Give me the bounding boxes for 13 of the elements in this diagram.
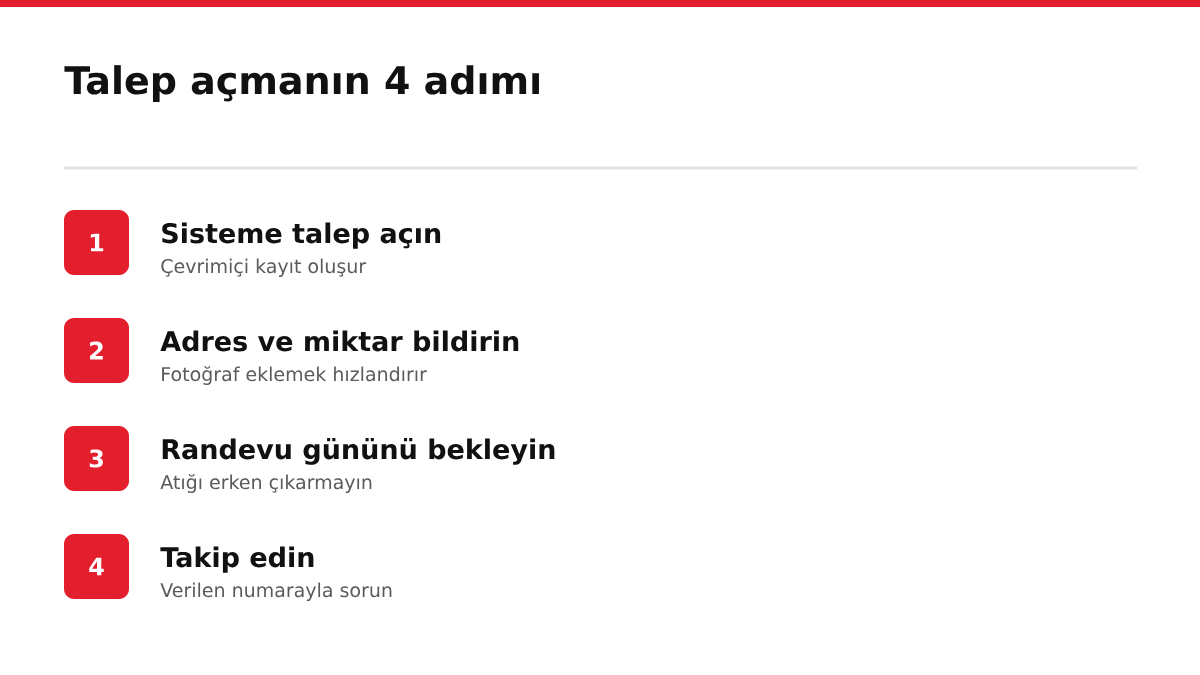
step-description: Çevrimiçi kayıt oluşur bbox=[161, 258, 367, 277]
number-badge: 2 bbox=[64, 318, 129, 383]
number-badge: 3 bbox=[64, 426, 129, 491]
step-heading: Adres ve miktar bildirin bbox=[160, 330, 519, 352]
step-description: Atığı erken çıkarmayın bbox=[160, 474, 372, 493]
number-badge: 1 bbox=[64, 210, 129, 275]
step-description: Verilen numarayla sorun bbox=[160, 582, 392, 601]
step-heading: Randevu gününü bekleyin bbox=[162, 438, 555, 465]
step-description: Fotoğraf eklemek hızlandırır bbox=[162, 366, 427, 385]
title: Talep açmanın 4 adımı bbox=[64, 65, 539, 102]
step-heading: Takip edin bbox=[160, 546, 314, 573]
number-badge: 4 bbox=[64, 534, 129, 599]
step-heading: Sisteme talep açın bbox=[162, 222, 441, 249]
